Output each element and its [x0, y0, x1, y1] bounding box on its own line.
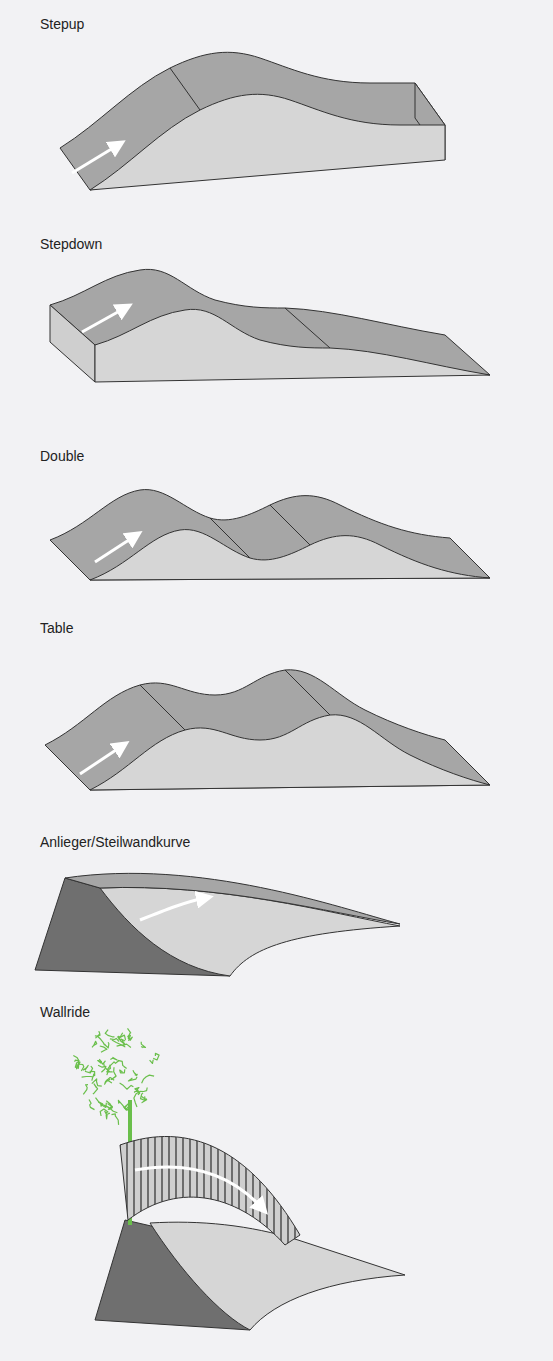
figure-label: Stepup [40, 16, 84, 32]
leaf-stroke [105, 1068, 112, 1075]
stepdown-figure [50, 269, 490, 382]
leaf-stroke [89, 1100, 95, 1110]
leaf-stroke [92, 1079, 102, 1086]
leaf-stroke [102, 1104, 118, 1113]
leaf-stroke [82, 1077, 93, 1081]
leaf-stroke [153, 1053, 159, 1060]
figure-label: Anlieger/Steilwandkurve [40, 834, 190, 850]
leaf-stroke [128, 1077, 137, 1081]
leaf-stroke [124, 1104, 129, 1111]
leaf-stroke [120, 1039, 125, 1045]
leaf-stroke [111, 1067, 116, 1079]
figure-label: Stepdown [40, 236, 102, 252]
leaf-stroke [133, 1070, 138, 1075]
figure-label: Table [40, 620, 73, 636]
leaf-stroke [92, 1041, 97, 1047]
leaf-stroke [83, 1085, 88, 1095]
figure-label: Double [40, 448, 84, 464]
leaf-stroke [120, 1069, 125, 1073]
leaf-stroke [118, 1100, 128, 1109]
leaf-stroke [105, 1079, 112, 1084]
leaf-stroke [150, 1060, 154, 1063]
leaf-stroke [93, 1084, 98, 1094]
leaf-stroke [120, 1083, 134, 1089]
double-figure [50, 490, 490, 580]
leaf-stroke [105, 1111, 110, 1119]
leaf-stroke [106, 1101, 112, 1110]
leaf-stroke [105, 1030, 114, 1037]
wallride-figure [73, 1028, 405, 1330]
leaf-stroke [105, 1042, 109, 1048]
leaf-stroke [100, 1046, 107, 1052]
table-figure [45, 670, 490, 790]
figure-label: Wallride [40, 1004, 90, 1020]
leaf-stroke [73, 1055, 79, 1061]
leaf-stroke [78, 1062, 84, 1071]
leaf-stroke [111, 1057, 117, 1060]
leaf-stroke [141, 1042, 145, 1048]
leaf-stroke [127, 1035, 132, 1040]
leaf-stroke [112, 1114, 119, 1125]
leaf-stroke [141, 1096, 147, 1102]
leaf-stroke [117, 1044, 131, 1047]
leaf-stroke [118, 1060, 127, 1068]
leaf-stroke [142, 1075, 155, 1083]
berm-figure [35, 873, 400, 976]
leaf-stroke [117, 1033, 122, 1040]
tree [73, 1028, 159, 1125]
leaf-stroke [107, 1061, 119, 1070]
leaf-stroke [98, 1065, 106, 1072]
leaf-stroke [95, 1036, 105, 1045]
stepup-figure [60, 52, 445, 190]
leaf-stroke [99, 1102, 103, 1106]
leaf-stroke [138, 1088, 147, 1096]
leaf-stroke [99, 1059, 105, 1066]
